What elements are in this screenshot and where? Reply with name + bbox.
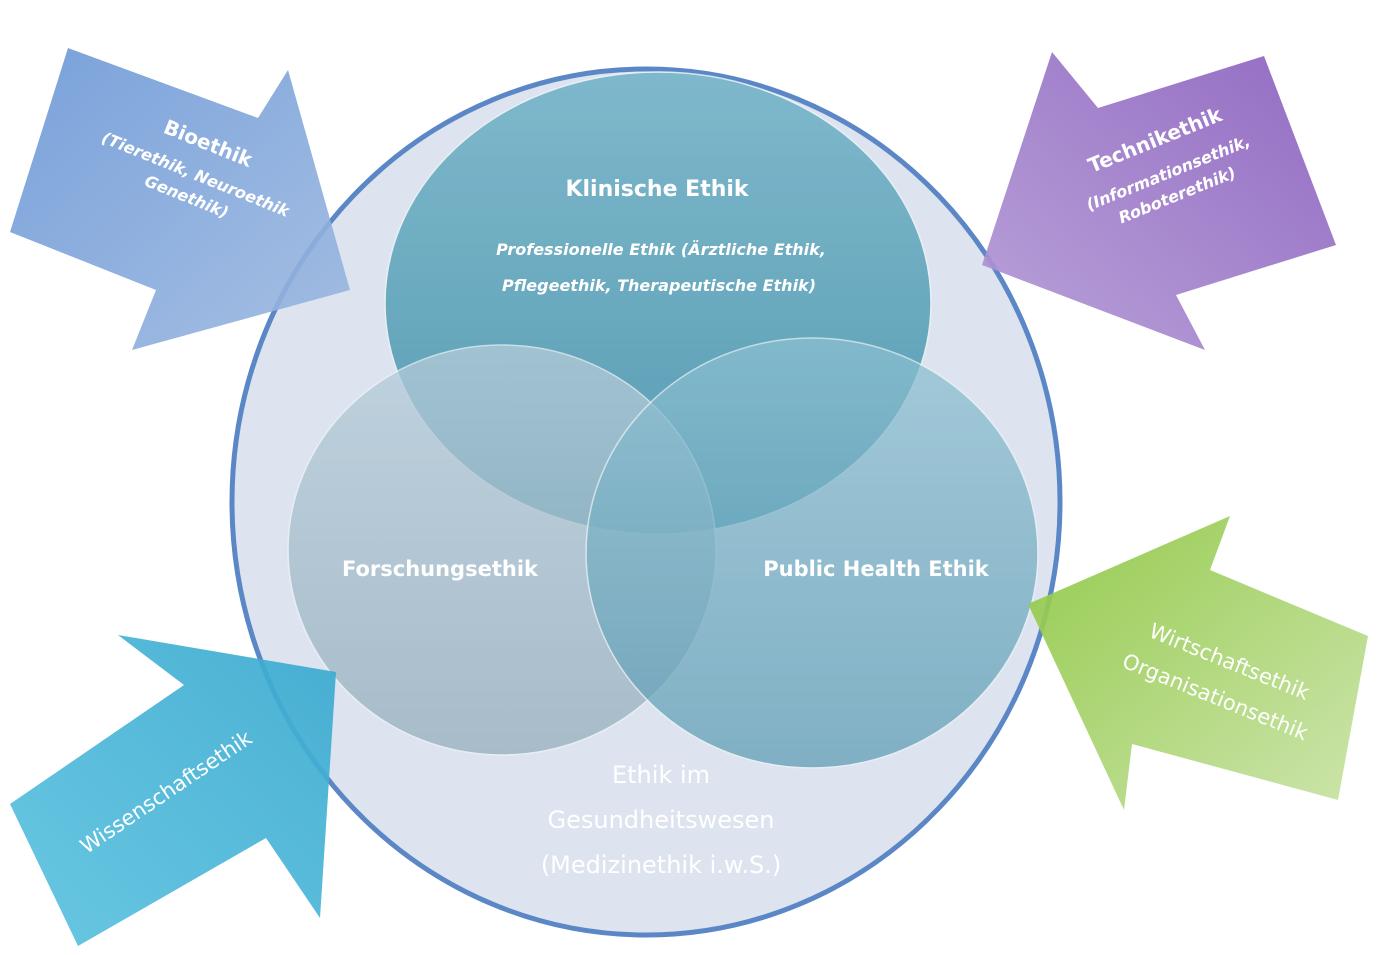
outer-label-line-3: (Medizinethik i.w.S.) <box>541 851 781 879</box>
arrow-wirtschaftsethik-shape <box>1028 516 1368 810</box>
arrow-bioethik-shape <box>10 48 350 350</box>
arrow-wissenschaftsethik: Wissenschaftsethik <box>10 635 336 946</box>
public-health-ethik-title: Public Health Ethik <box>763 557 990 581</box>
outer-label-line-2: Gesundheitswesen <box>548 806 775 834</box>
circle-public-health-ethik <box>585 337 1039 769</box>
outer-label-line-1: Ethik im <box>612 761 710 789</box>
klinische-ethik-subtitle-1: Professionelle Ethik (Ärztliche Ethik, <box>496 240 826 259</box>
arrow-bioethik: Bioethik (Tierethik, Neuroethik Genethik… <box>10 48 350 350</box>
forschungsethik-title: Forschungsethik <box>342 557 539 581</box>
arrow-technikethik-shape <box>982 52 1336 350</box>
arrow-wissenschaftsethik-shape <box>10 635 336 946</box>
arrow-technikethik: Technikethik (Informationsethik, Roboter… <box>982 52 1336 350</box>
klinische-ethik-title: Klinische Ethik <box>565 177 749 202</box>
klinische-ethik-subtitle-2: Pflegeethik, Therapeutische Ethik) <box>502 276 816 295</box>
arrow-wirtschaftsethik: Wirtschaftsethik Organisationsethik <box>1028 516 1368 810</box>
